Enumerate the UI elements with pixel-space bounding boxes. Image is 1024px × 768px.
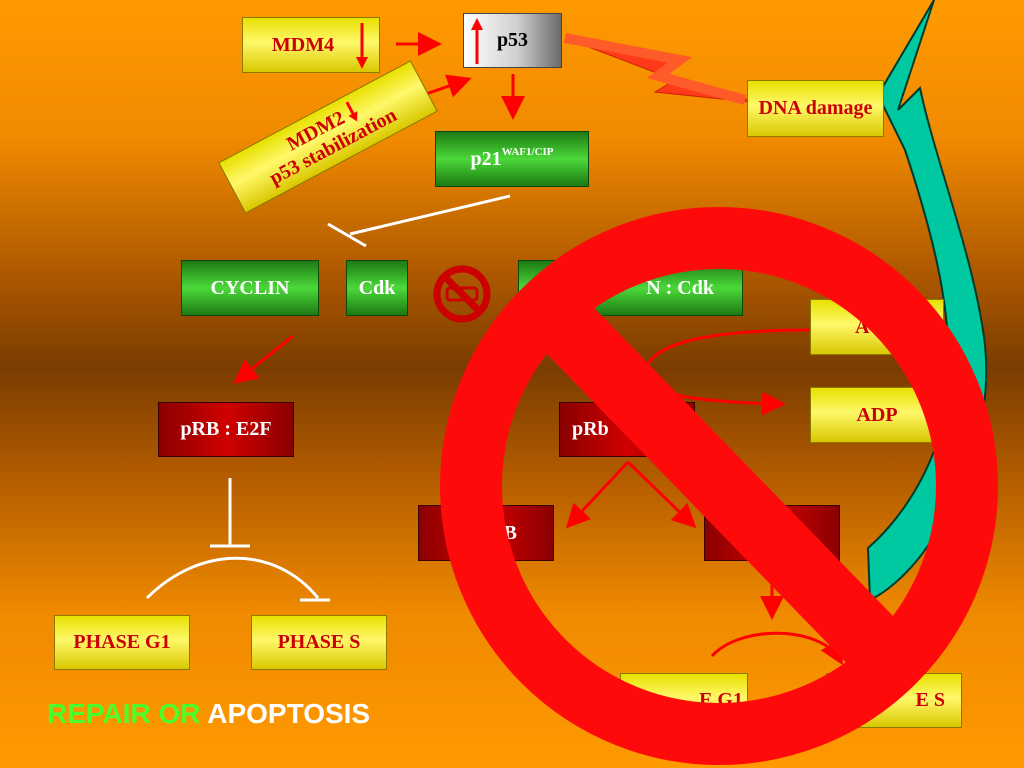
phase-s-box: PHASE S	[251, 615, 387, 670]
p53-box: p53	[463, 13, 562, 68]
p21-superscript: WAF1/CIP	[501, 146, 554, 158]
repair-or-apoptosis: REPAIR OR APOPTOSIS	[47, 698, 370, 730]
p21-label: p21	[470, 147, 502, 170]
inhibitor-g1-s	[145, 556, 320, 600]
cyclin-cdk-label: N : Cdk	[646, 276, 714, 299]
phase-g1-box: PHASE G1	[54, 615, 190, 670]
phase-s-right-label: E S	[915, 689, 945, 711]
down-arrow-icon	[345, 101, 358, 122]
phase-g1-label: PHASE G1	[73, 631, 171, 653]
dna-damage-label: DNA damage	[758, 97, 873, 119]
inhibitor-p21-cyclin	[349, 194, 511, 236]
arrow-cyclin-prb	[233, 334, 294, 384]
arrow-mdm2-p53	[425, 74, 472, 98]
no-entry-icon	[433, 265, 491, 323]
up-arrow-icon	[471, 18, 483, 64]
adp-label: ADP	[856, 403, 898, 426]
prb-right-label: pRb	[572, 418, 609, 440]
cdk-box: Cdk	[346, 260, 408, 316]
prb-e2f-box: pRB : E2F	[158, 402, 294, 457]
down-arrow-icon	[356, 23, 368, 69]
dna-damage-box: DNA damage	[747, 80, 884, 137]
cyclin-box: CYCLIN	[181, 260, 319, 316]
p53-label: p53	[496, 29, 529, 51]
prb-e2f-label: pRB : E2F	[180, 418, 272, 440]
mdm2-box: MDM2 p53 stabilization	[218, 60, 438, 214]
arrow-g1-s-right	[710, 631, 843, 666]
arrow-prb-left	[565, 460, 630, 529]
repair-label: REPAIR	[47, 698, 151, 729]
phase-s-label: PHASE S	[277, 631, 361, 653]
arrow-prb-right	[626, 460, 697, 529]
cyclin-label: CYCLIN	[210, 276, 290, 299]
mdm4-box: MDM4	[242, 17, 380, 73]
mdm4-label: MDM4	[271, 33, 335, 56]
cdk-label: Cdk	[358, 276, 396, 299]
apoptosis-label: APOPTOSIS	[207, 698, 371, 729]
or-label: OR	[158, 698, 201, 729]
